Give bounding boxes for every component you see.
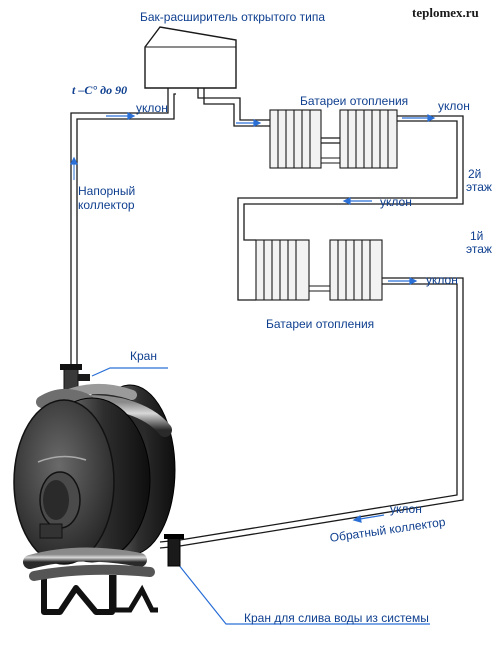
expansion-tank-label: Бак-расширитель открытого типа xyxy=(140,10,326,24)
floor-2-word: этаж xyxy=(466,180,492,194)
slope-label: уклон xyxy=(426,273,458,287)
floor-1-number: 1й xyxy=(470,229,484,243)
riser-pipe xyxy=(237,115,464,301)
drain-valve-label: Кран для слива воды из системы xyxy=(244,611,429,625)
supply-collector-label-2: коллектор xyxy=(78,198,135,212)
valve-pointers xyxy=(91,367,430,625)
boiler-stove-icon xyxy=(13,383,176,615)
batteries-top-label: Батареи отопления xyxy=(300,94,409,108)
flow-arrows xyxy=(70,112,436,523)
temperature-label: t –C° до 90 xyxy=(72,83,128,97)
supply-pipe xyxy=(70,88,340,372)
floor-1-word: этаж xyxy=(466,242,492,256)
radiator-bottom-right xyxy=(329,239,383,301)
drain-valve-icon xyxy=(164,534,184,567)
floor-2-number: 2й xyxy=(468,167,482,181)
slope-label: уклон xyxy=(136,101,168,115)
slope-label: уклон xyxy=(380,195,412,209)
supply-collector-label-1: Напорный xyxy=(78,184,136,198)
radiator-top-left xyxy=(269,109,322,169)
batteries-bottom-label: Батареи отопления xyxy=(266,317,375,331)
radiator-top-right xyxy=(339,109,398,169)
slope-label: уклон xyxy=(438,99,470,113)
valve-label: Кран xyxy=(130,349,157,363)
slope-label: уклон xyxy=(390,502,422,516)
radiator-bottom-left xyxy=(255,239,310,301)
watermark: teplomex.ru xyxy=(412,5,479,20)
expansion-tank xyxy=(144,26,237,89)
